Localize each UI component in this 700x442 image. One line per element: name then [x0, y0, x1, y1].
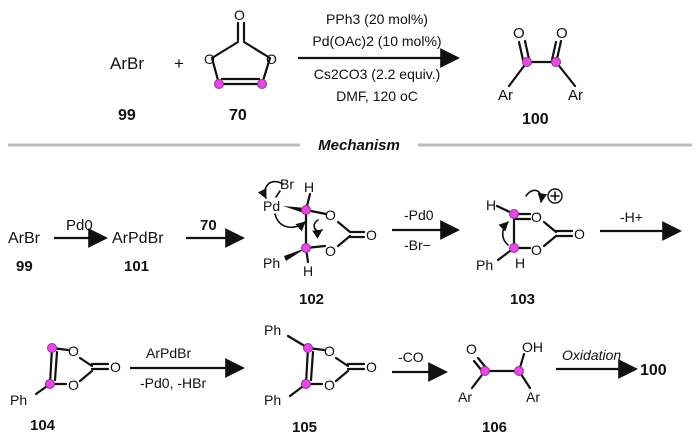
svg-text:O: O [366, 359, 377, 375]
reagent-arpdbr: ArPdBr [146, 345, 191, 361]
svg-text:O: O [325, 243, 336, 259]
svg-text:Ph: Ph [263, 255, 280, 271]
mech-compound-99: 99 [16, 258, 33, 275]
mech-compound-104: 104 [30, 417, 56, 434]
product-ar-right: Ar [568, 87, 583, 104]
condition-cs2co3: Cs2CO3 (2.2 equiv.) [314, 66, 441, 82]
svg-text:O: O [466, 341, 477, 357]
highlight-dot [509, 243, 519, 253]
highlight-dot [301, 379, 311, 389]
svg-text:Ar: Ar [458, 389, 472, 405]
condition-dmf: DMF, 120 oC [336, 88, 418, 104]
highlight-dot [47, 343, 57, 353]
svg-text:H: H [515, 255, 525, 271]
svg-text:OH: OH [522, 339, 543, 355]
svg-text:Br: Br [280, 176, 294, 192]
svg-text:O: O [204, 51, 215, 67]
svg-text:Ph: Ph [264, 392, 281, 408]
svg-text:H: H [303, 263, 313, 279]
intermediate-106-structure: O OH Ar Ar [458, 339, 543, 405]
mech-arbr: ArBr [8, 230, 41, 247]
mech-compound-106: 106 [482, 419, 507, 436]
highlight-dot [301, 205, 311, 215]
highlight-dot [214, 79, 224, 89]
mech-compound-103: 103 [510, 291, 535, 308]
reactant-arbr: ArBr [110, 54, 144, 73]
svg-text:H: H [304, 179, 314, 195]
reagent-minus-pd0-hbr: -Pd0, -HBr [140, 375, 206, 391]
svg-text:Pd: Pd [263, 198, 280, 214]
compound-number-70: 70 [229, 107, 247, 124]
svg-text:Ar: Ar [526, 389, 540, 405]
intermediate-105-structure: Ph O O O Ph [264, 322, 377, 408]
svg-text:O: O [68, 343, 79, 359]
highlight-dot [522, 57, 532, 67]
reagent-pd0: Pd0 [66, 217, 93, 234]
compound-number-100: 100 [522, 111, 549, 128]
svg-text:O: O [574, 226, 585, 242]
vinylene-carbonate-structure: O O O [204, 7, 277, 89]
svg-text:O: O [110, 359, 121, 375]
mech-final-100: 100 [640, 362, 667, 379]
svg-text:O: O [324, 343, 335, 359]
svg-text:O: O [68, 377, 79, 393]
intermediate-102-structure: Br Pd H O O O Ph H [257, 176, 377, 279]
svg-text:O: O [531, 209, 542, 225]
reagent-oxidation: Oxidation [562, 347, 621, 363]
reagent-70: 70 [200, 217, 217, 234]
mech-compound-105: 105 [292, 419, 317, 436]
intermediate-104-structure: O O O Ph [10, 343, 121, 408]
mech-arpdbr: ArPdBr [112, 230, 164, 247]
condition-pdoac2: Pd(OAc)2 (10 mol%) [312, 33, 441, 49]
reagent-minus-br: -Br− [404, 237, 431, 253]
plus-sign: + [174, 54, 184, 73]
mech-compound-102: 102 [299, 291, 324, 308]
mech-compound-101: 101 [124, 258, 149, 275]
svg-text:H: H [486, 197, 496, 213]
svg-text:Ph: Ph [10, 392, 27, 408]
compound-number-99: 99 [118, 107, 136, 124]
highlight-dot [480, 366, 490, 376]
svg-text:O: O [266, 51, 277, 67]
svg-text:O: O [556, 25, 568, 42]
product-ar-left: Ar [498, 87, 513, 104]
intermediate-103-structure: H O O O Ph H [476, 188, 585, 273]
svg-text:O: O [234, 7, 245, 23]
svg-text:Ph: Ph [476, 257, 493, 273]
highlight-dot [45, 379, 55, 389]
svg-text:Ph: Ph [264, 322, 281, 338]
svg-text:O: O [366, 227, 377, 243]
svg-text:O: O [325, 207, 336, 223]
svg-text:O: O [324, 377, 335, 393]
highlight-dot [551, 57, 561, 67]
highlight-dot [509, 209, 519, 219]
highlight-dot [301, 243, 311, 253]
highlight-dot [257, 79, 267, 89]
svg-text:O: O [513, 25, 525, 42]
mechanism-title: Mechanism [318, 137, 400, 154]
diketone-structure: O O [507, 25, 577, 88]
highlight-dot [514, 366, 524, 376]
reagent-minus-co: -CO [398, 349, 424, 365]
highlight-dot [303, 343, 313, 353]
svg-text:O: O [531, 242, 542, 258]
reagent-minus-pd0: -Pd0 [404, 207, 434, 223]
condition-pph3: PPh3 (20 mol%) [326, 11, 428, 27]
reagent-minus-h-plus: -H+ [620, 209, 643, 225]
